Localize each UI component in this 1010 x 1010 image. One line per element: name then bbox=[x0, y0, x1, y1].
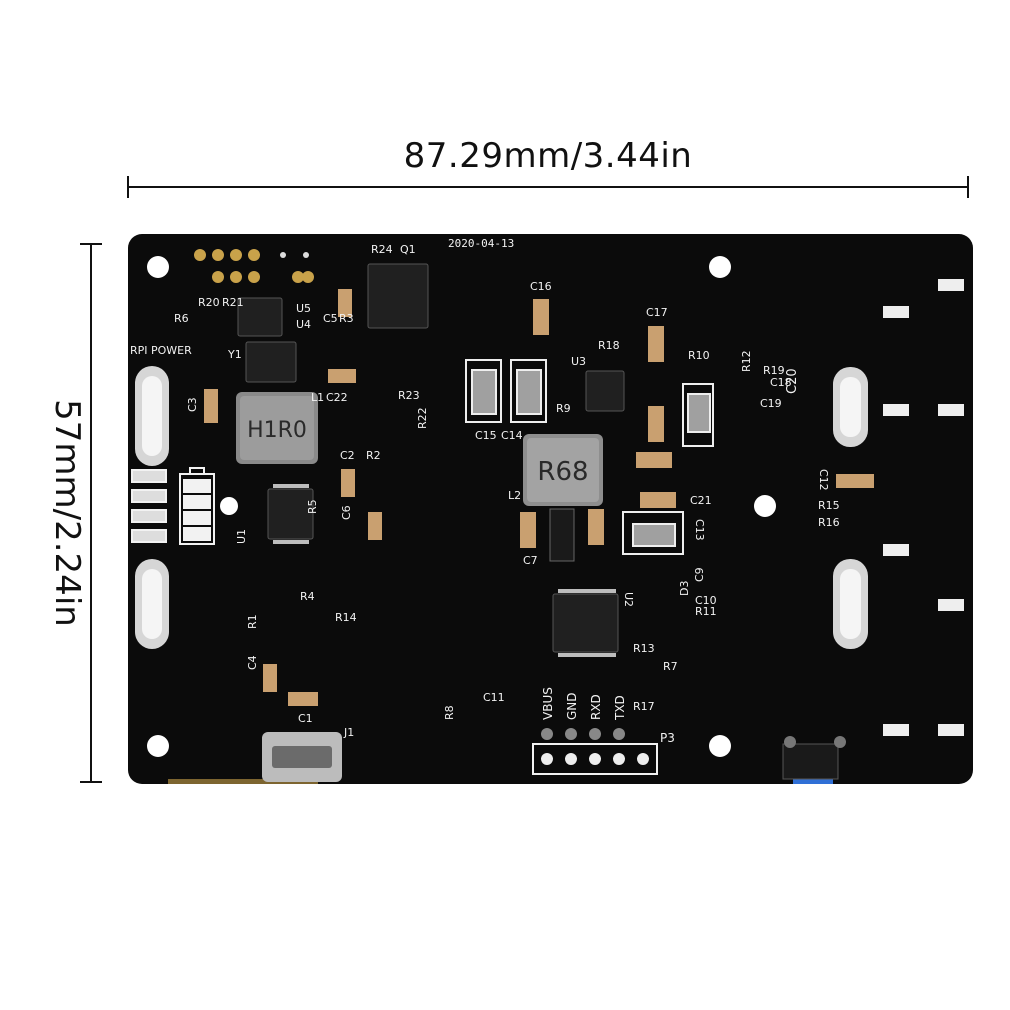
header-pin-vbus: VBUS bbox=[541, 687, 555, 720]
label-r24: R24 bbox=[371, 243, 393, 256]
header-pin-txd: TXD bbox=[613, 695, 627, 721]
header-p3 bbox=[532, 728, 658, 775]
label-q1: Q1 bbox=[400, 243, 416, 256]
label-r22: R22 bbox=[416, 407, 429, 429]
label-c19: C19 bbox=[760, 397, 782, 410]
label-u1: U1 bbox=[235, 529, 248, 544]
label-r17: R17 bbox=[633, 700, 655, 713]
height-dimension-line bbox=[80, 243, 102, 783]
label-r6: R6 bbox=[174, 312, 189, 325]
label-r21: R21 bbox=[222, 296, 244, 309]
label-c6: C6 bbox=[340, 505, 353, 520]
label-l1: L1 bbox=[311, 391, 324, 404]
label-r5: R5 bbox=[306, 499, 319, 514]
label-c10: C10 bbox=[695, 594, 717, 607]
ic-pins bbox=[273, 484, 616, 657]
inductor-l2: R68 bbox=[523, 434, 603, 506]
label-r11: R11 bbox=[695, 605, 717, 618]
label-u2: U2 bbox=[622, 592, 635, 607]
label-r12: R12 bbox=[740, 350, 753, 372]
board-date: 2020-04-13 bbox=[448, 237, 514, 250]
header-pin-gnd: GND bbox=[565, 692, 579, 720]
label-c16: C16 bbox=[530, 280, 552, 293]
push-button bbox=[793, 779, 833, 784]
label-r3: R3 bbox=[339, 312, 354, 325]
label-c2: C2 bbox=[340, 449, 355, 462]
height-dimension-label: 57mm/2.24in bbox=[47, 399, 87, 627]
label-r7: R7 bbox=[663, 660, 678, 673]
gpio-gold-pins bbox=[194, 249, 314, 283]
rpi-power-label: RPI POWER bbox=[130, 344, 192, 357]
diode-d3 bbox=[549, 508, 575, 562]
inductor-l2-marking: R68 bbox=[537, 457, 588, 487]
label-c9: C9 bbox=[693, 567, 706, 582]
label-c3: C3 bbox=[186, 397, 199, 412]
inductor-l1: H1R0 bbox=[236, 392, 318, 464]
label-y1: Y1 bbox=[227, 348, 242, 361]
label-c1: C1 bbox=[298, 712, 313, 725]
label-j1: J1 bbox=[343, 726, 354, 739]
label-r2: R2 bbox=[366, 449, 381, 462]
label-r14: R14 bbox=[335, 611, 357, 624]
right-edge-pads bbox=[883, 279, 964, 736]
label-u3: U3 bbox=[571, 355, 586, 368]
capacitors bbox=[465, 359, 714, 555]
label-c4: C4 bbox=[246, 655, 259, 670]
micro-usb-j1 bbox=[262, 732, 342, 782]
label-r16: R16 bbox=[818, 516, 840, 529]
label-c15: C15 bbox=[475, 429, 497, 442]
label-r23: R23 bbox=[398, 389, 420, 402]
label-c7: C7 bbox=[523, 554, 538, 567]
label-r10: R10 bbox=[688, 349, 710, 362]
small-smd-parts bbox=[204, 289, 874, 706]
label-r15: R15 bbox=[818, 499, 840, 512]
label-c11: C11 bbox=[483, 691, 505, 704]
label-c18: C18 bbox=[770, 376, 792, 389]
label-u4: U4 bbox=[296, 318, 311, 331]
label-r19: R19 bbox=[763, 364, 785, 377]
label-c22: C22 bbox=[326, 391, 348, 404]
slots bbox=[135, 366, 868, 649]
label-c20: C20 bbox=[785, 368, 800, 394]
label-r18: R18 bbox=[598, 339, 620, 352]
label-r8: R8 bbox=[443, 705, 456, 720]
label-r20: R20 bbox=[198, 296, 220, 309]
label-c17: C17 bbox=[646, 306, 668, 319]
label-c13: C13 bbox=[693, 519, 706, 541]
label-r4: R4 bbox=[300, 590, 315, 603]
width-dimension-line bbox=[127, 176, 969, 198]
width-dimension-label: 87.29mm/3.44in bbox=[403, 136, 693, 176]
header-p3-label: P3 bbox=[660, 731, 675, 745]
header-pin-rxd: RXD bbox=[589, 694, 603, 720]
label-l2: L2 bbox=[508, 489, 521, 502]
pcb-board-photo: H1R0 R68 bbox=[128, 234, 973, 784]
label-c14: C14 bbox=[501, 429, 523, 442]
label-c5: C5 bbox=[323, 312, 338, 325]
label-r1: R1 bbox=[246, 614, 259, 629]
label-c21: C21 bbox=[690, 494, 712, 507]
label-r13: R13 bbox=[633, 642, 655, 655]
battery-leds bbox=[131, 467, 215, 545]
label-d3: D3 bbox=[678, 581, 691, 596]
inductor-l1-marking: H1R0 bbox=[247, 418, 307, 443]
mounting-holes bbox=[147, 256, 776, 757]
label-c12: C12 bbox=[817, 469, 830, 491]
ic-chips bbox=[237, 263, 625, 653]
label-r9: R9 bbox=[556, 402, 571, 415]
label-u5: U5 bbox=[296, 302, 311, 315]
